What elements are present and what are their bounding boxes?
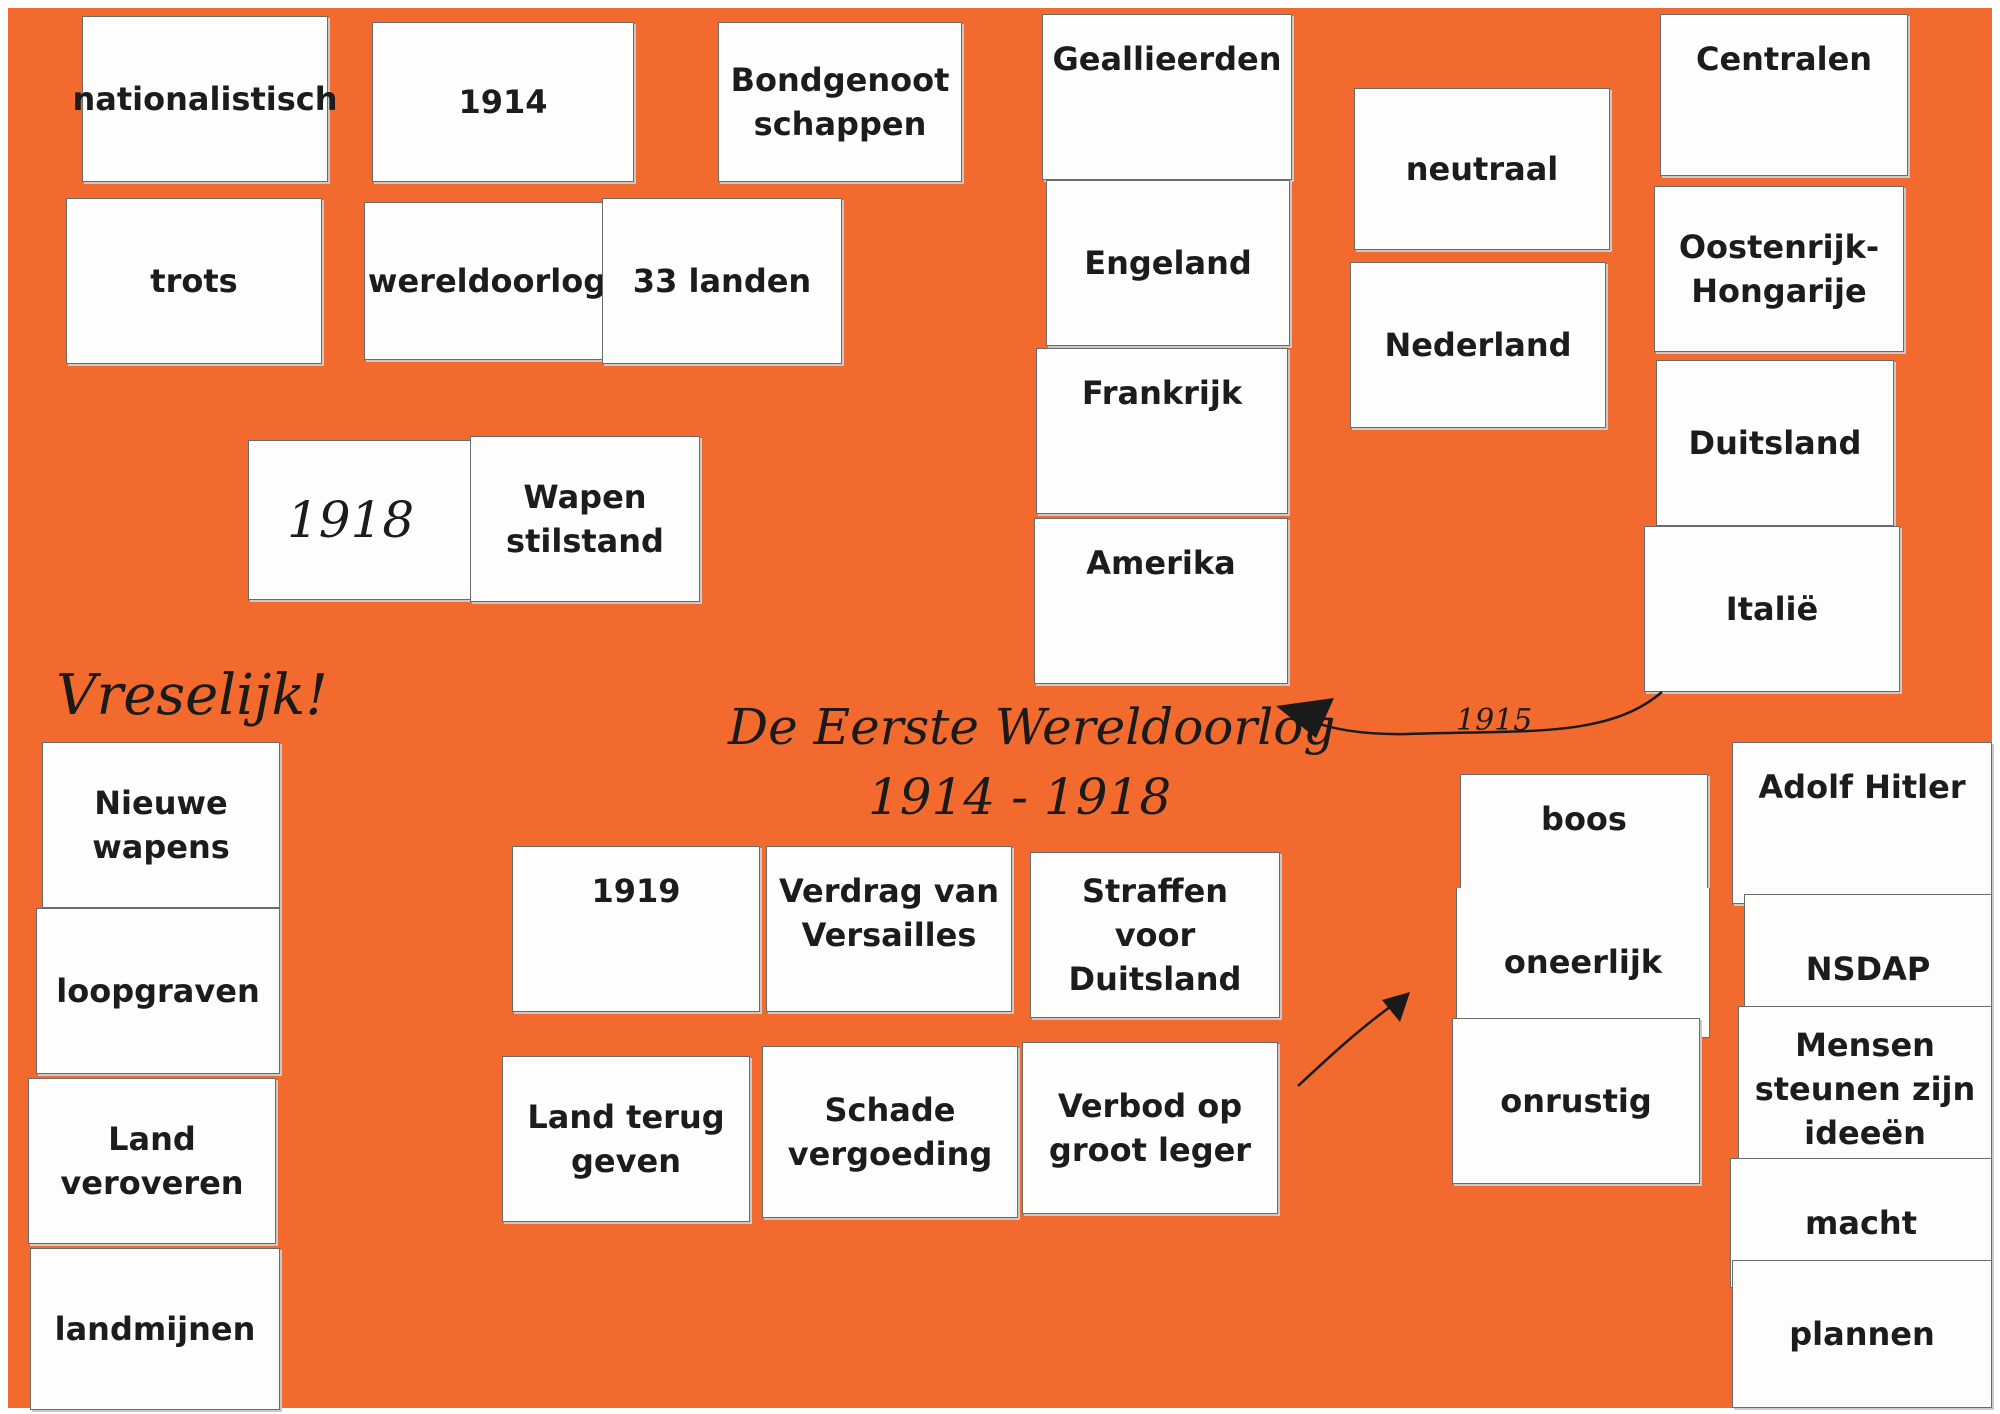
- card-nationalistisch: nationalistisch: [72, 16, 338, 182]
- card-land-veroveren: Land veroveren: [28, 1078, 276, 1244]
- card-label: onrustig: [1500, 1081, 1652, 1120]
- card-label: 33 landen: [632, 261, 812, 300]
- arrow-head-boos: [1382, 992, 1410, 1022]
- card-adolf-hitler: Adolf Hitler: [1732, 742, 1992, 904]
- card-label: Straffen voor: [1081, 871, 1229, 954]
- card-oostenrijk-hongarije: Oostenrijk- Hongarije: [1654, 186, 1904, 352]
- card-label: landmijnen: [54, 1309, 256, 1348]
- card-label: Duitsland: [1688, 423, 1862, 462]
- card-wereldoorlog: wereldoorlog: [364, 202, 610, 360]
- card-label: Schade: [824, 1090, 956, 1129]
- card-neutraal: neutraal: [1354, 88, 1610, 250]
- card-label: 1914: [458, 82, 548, 121]
- card-text: Nieuwe wapens: [92, 781, 230, 869]
- card-label: Italië: [1725, 589, 1819, 628]
- card-text: Schade vergoeding: [788, 1088, 993, 1176]
- card-label: Hongarije: [1691, 272, 1867, 310]
- card-oneerlijk: oneerlijk: [1456, 888, 1710, 1038]
- card-label: ideeën: [1804, 1114, 1926, 1153]
- card-label: boos: [1541, 800, 1627, 838]
- card-plannen: plannen: [1732, 1260, 1992, 1408]
- card-centralen: Centralen: [1660, 14, 1908, 176]
- card-landmijnen: landmijnen: [30, 1248, 280, 1410]
- card-1919: 1919: [512, 846, 760, 1012]
- card-label: plannen: [1789, 1314, 1935, 1353]
- card-duitsland: Duitsland: [1656, 360, 1894, 526]
- card-label: Centralen: [1695, 40, 1873, 78]
- card-italie: Italië: [1644, 526, 1900, 692]
- card-label: Amerika: [1086, 544, 1236, 582]
- card-label: nationalistisch: [72, 79, 338, 118]
- card-label: vergoeding: [787, 1135, 993, 1173]
- card-text: Land terug geven: [527, 1095, 724, 1183]
- handwritten-years: 1914 - 1918: [868, 768, 1172, 826]
- card-label: wereldoorlog: [367, 261, 607, 300]
- card-label: wapens: [92, 828, 230, 866]
- card-trots: trots: [66, 198, 322, 364]
- card-label: Nederland: [1384, 325, 1572, 364]
- card-label: Wapen: [523, 477, 647, 516]
- card-text: Mensen steunen zijn ideeën: [1755, 1023, 1976, 1155]
- card-label: NSDAP: [1805, 949, 1931, 988]
- card-text: Land veroveren: [60, 1117, 243, 1205]
- card-label: 1918: [287, 490, 415, 549]
- card-label: oneerlijk: [1503, 943, 1663, 982]
- card-label: Engeland: [1084, 243, 1252, 282]
- card-label: geven: [571, 1142, 681, 1180]
- arrow-verdrag-to-boos: [1297, 1002, 1395, 1087]
- card-text: Bondgenoot schappen: [731, 58, 950, 146]
- card-loopgraven: loopgraven: [36, 908, 280, 1074]
- card-label: Adolf Hitler: [1758, 768, 1966, 806]
- card-mensen-steunen-zijn-ideeen: Mensen steunen zijn ideeën: [1738, 1006, 1992, 1172]
- card-label: Frankrijk: [1081, 374, 1243, 412]
- card-verbod-op-groot-leger: Verbod op groot leger: [1022, 1042, 1278, 1214]
- card-onrustig: onrustig: [1452, 1018, 1700, 1184]
- card-amerika: Amerika: [1034, 518, 1288, 684]
- card-schadevergoeding: Schade vergoeding: [762, 1046, 1018, 1218]
- card-label: groot leger: [1048, 1131, 1252, 1169]
- card-1918-handwritten: 1918: [248, 440, 494, 600]
- card-label: schappen: [753, 105, 927, 143]
- card-label: veroveren: [60, 1164, 244, 1202]
- handwritten-vreselijk: Vreselijk!: [56, 663, 328, 728]
- card-label: Mensen: [1795, 1025, 1935, 1064]
- card-label: Oostenrijk-: [1678, 227, 1880, 266]
- card-bondgenootschappen: Bondgenoot schappen: [718, 22, 962, 182]
- card-text: Oostenrijk- Hongarije: [1679, 225, 1879, 313]
- handwritten-1915: 1915: [1456, 703, 1533, 738]
- card-label: 1919: [591, 872, 681, 910]
- card-nederland: Nederland: [1350, 262, 1606, 428]
- card-text: Verbod op groot leger: [1049, 1084, 1251, 1172]
- card-label: macht: [1805, 1203, 1917, 1242]
- card-text: Wapen stilstand: [506, 475, 664, 563]
- card-wapenstilstand: Wapen stilstand: [470, 436, 700, 602]
- card-label: trots: [150, 261, 238, 300]
- card-label: neutraal: [1405, 149, 1559, 188]
- card-label: Land terug: [527, 1097, 725, 1136]
- card-label: steunen zijn: [1754, 1069, 1976, 1108]
- card-label: Nieuwe: [94, 783, 228, 822]
- card-label: Land: [108, 1119, 196, 1158]
- card-label: Verbod op: [1057, 1086, 1243, 1125]
- card-label: Versailles: [801, 916, 977, 955]
- card-label: Bondgenoot: [730, 60, 950, 99]
- card-label: stilstand: [506, 522, 664, 560]
- card-land-terug-geven: Land terug geven: [502, 1056, 750, 1222]
- card-geallieerden: Geallieerden: [1042, 14, 1292, 180]
- card-engeland: Engeland: [1046, 180, 1290, 346]
- card-frankrijk: Frankrijk: [1036, 348, 1288, 514]
- card-label: Verdrag van: [778, 872, 1000, 910]
- card-label: loopgraven: [56, 971, 260, 1010]
- card-nieuwe-wapens: Nieuwe wapens: [42, 742, 280, 908]
- handwritten-title: De Eerste Wereldoorlog: [728, 698, 1336, 756]
- card-33-landen: 33 landen: [602, 198, 842, 364]
- card-label: Duitsland: [1068, 960, 1242, 999]
- card-1914: 1914: [372, 22, 634, 182]
- card-label: Geallieerden: [1052, 40, 1282, 78]
